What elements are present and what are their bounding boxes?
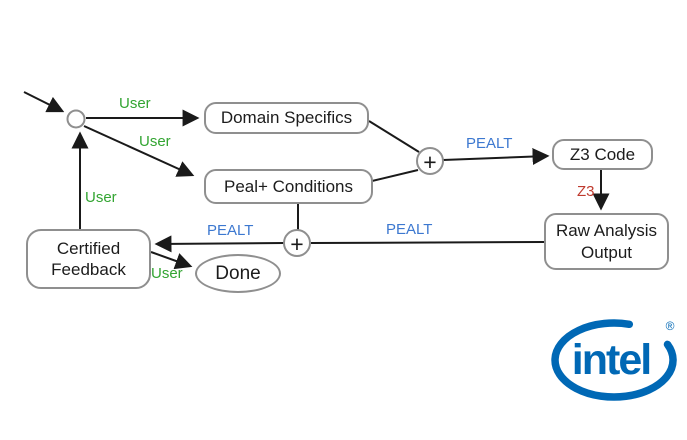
- intel-logo-text: intel: [572, 336, 650, 384]
- junction-bottom: +: [283, 229, 311, 257]
- edge-raw-output-to-junction-bottom: [310, 241, 545, 244]
- node-label: Raw Analysis: [555, 221, 658, 241]
- edge-label-user-to-domain: User: [119, 95, 151, 112]
- registered-trademark-icon: ®: [666, 319, 675, 333]
- node-label: Output: [580, 242, 633, 262]
- node-label: Peal+ Conditions: [223, 176, 353, 196]
- edge-peal-to-junction-top: [371, 169, 419, 182]
- edge-junction-bottom-to-feedback: [154, 235, 285, 253]
- node-label: Z3 Code: [569, 144, 636, 164]
- edge-label-user-to-peal: User: [139, 133, 171, 150]
- edge-feedback-to-done: [150, 251, 193, 270]
- node-done: Done: [195, 254, 281, 293]
- edge-label-z3-to-raw: Z3: [577, 183, 595, 200]
- edge-junction-top-to-z3-code: [442, 148, 550, 166]
- node-label: Certified: [56, 238, 121, 258]
- edge-label-pealt-to-feedback: PEALT: [207, 222, 254, 239]
- node-domain-specifics: Domain Specifics: [204, 102, 369, 134]
- node-label: Done: [215, 262, 261, 284]
- edge-hub-to-peal-conditions: [83, 125, 195, 177]
- plus-icon: +: [423, 149, 436, 175]
- node-certified-feedback: Certified Feedback: [26, 229, 151, 289]
- start-hub-node: [66, 109, 86, 129]
- plus-icon: +: [290, 231, 303, 257]
- node-peal-conditions: Peal+ Conditions: [204, 169, 373, 204]
- node-z3-code: Z3 Code: [552, 139, 653, 170]
- node-label: Domain Specifics: [220, 108, 353, 128]
- node-raw-analysis-output: Raw Analysis Output: [544, 213, 669, 270]
- node-label: Feedback: [51, 260, 126, 279]
- edge-domain-to-junction-top: [368, 120, 420, 153]
- intel-logo: intel ®: [551, 319, 677, 401]
- edge-label-pealt-to-z3: PEALT: [466, 135, 513, 152]
- edge-start-to-hub: [23, 91, 65, 113]
- edge-label-pealt-from-raw: PEALT: [386, 221, 433, 238]
- edge-label-user-to-done: User: [151, 265, 183, 282]
- junction-top: +: [416, 147, 444, 175]
- intel-logo-swoosh: [551, 319, 677, 401]
- edge-label-user-from-feedback: User: [85, 189, 117, 206]
